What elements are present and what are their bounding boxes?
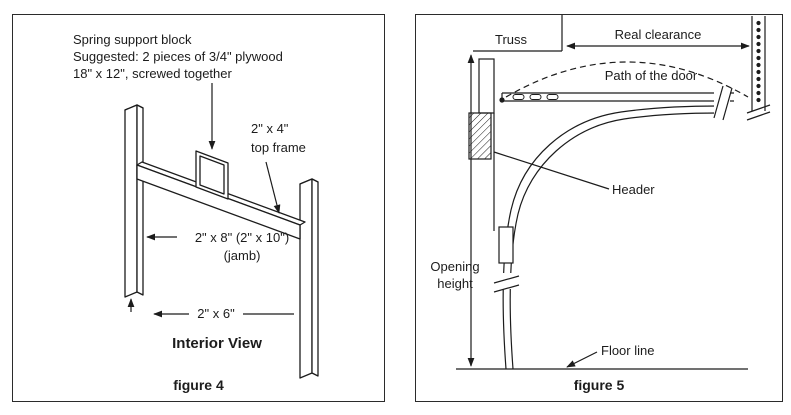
pivot-point — [499, 97, 505, 103]
view-title: Interior View — [172, 335, 262, 352]
annotation-line: 18" x 12", screwed together — [73, 66, 232, 81]
top-frame-label: 2" x 4" top frame — [251, 119, 306, 157]
floor-line-leader — [566, 351, 598, 368]
track-bracket — [498, 226, 514, 264]
figure4-drawing — [124, 83, 319, 379]
top-frame-label-line: top frame — [251, 140, 306, 155]
door-section-strip — [746, 16, 771, 121]
jamb-and-header — [468, 58, 505, 231]
figure5-drawing — [456, 15, 771, 370]
spring-support-block — [195, 150, 229, 200]
bottom-board-label: 2" x 6" — [197, 306, 235, 321]
annotation-line: Spring support block — [73, 32, 192, 47]
real-clearance-label: Real clearance — [614, 27, 702, 42]
header-block — [468, 112, 492, 160]
annotation-line: Suggested: 2 pieces of 3/4" plywood — [73, 49, 283, 64]
jamb-label: (jamb) — [223, 248, 261, 263]
curved-track — [502, 105, 719, 370]
top-frame-label-line: 2" x 4" — [251, 121, 289, 136]
truss-detail-lines — [473, 15, 563, 52]
figure5-caption: figure 5 — [573, 377, 625, 393]
opening-height-label: Opening height — [426, 258, 484, 292]
opening-height-line: Opening — [430, 259, 480, 274]
truss-label: Truss — [495, 32, 528, 47]
door-path-label: Path of the door — [604, 68, 698, 83]
figure4-leader-arrows — [127, 83, 294, 318]
jamb-size-label: 2" x 8" (2" x 10") — [194, 230, 290, 245]
floor-line-label: Floor line — [601, 343, 655, 358]
bracket-slots — [512, 94, 559, 100]
left-jamb-post — [124, 104, 144, 298]
figure5-panel: Truss Real clearance Path of the door He… — [415, 14, 783, 402]
header-leader-line — [493, 151, 610, 190]
opening-height-line: height — [437, 276, 473, 291]
header-label: Header — [612, 182, 655, 197]
curve-break-symbol — [493, 273, 520, 293]
figure4-caption: figure 4 — [173, 377, 224, 393]
spring-block-annotation: Spring support block Suggested: 2 pieces… — [73, 31, 283, 82]
right-jamb-post — [299, 178, 319, 379]
door-path-arc — [505, 61, 749, 98]
track-break-symbol — [713, 85, 733, 121]
figure4-panel: Spring support block Suggested: 2 pieces… — [12, 14, 385, 402]
